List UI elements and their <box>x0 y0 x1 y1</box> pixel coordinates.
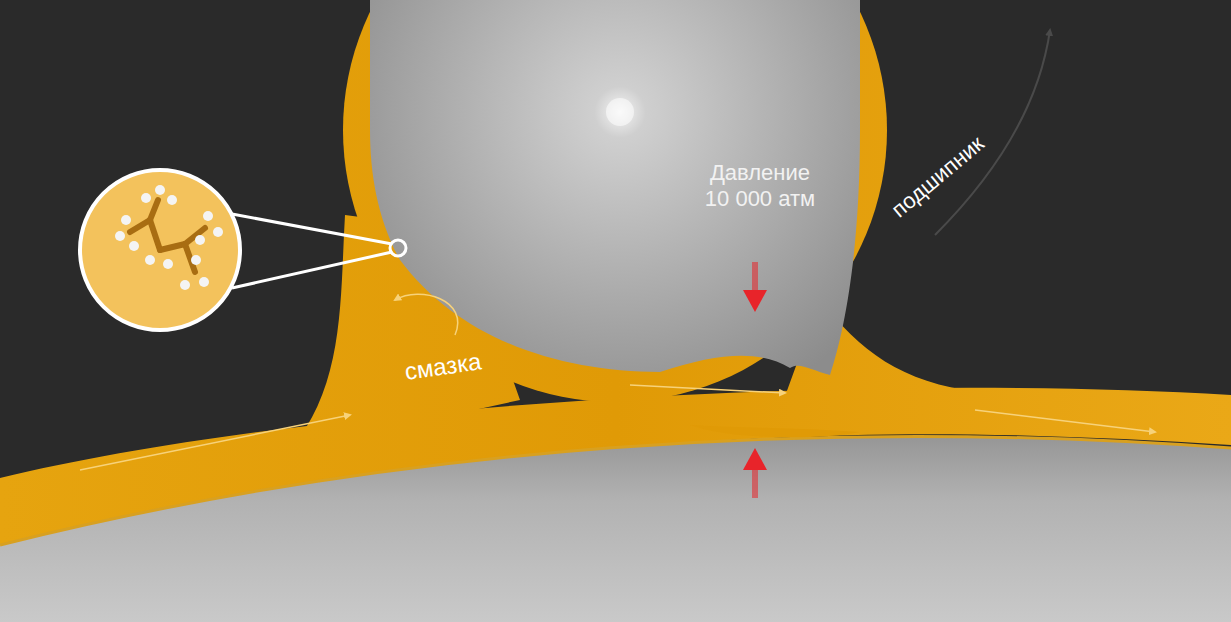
highlight <box>606 98 634 126</box>
pressure-label: Давление 10 000 атм <box>695 160 825 213</box>
rotation-arrow <box>935 30 1050 235</box>
pressure-arrows <box>743 262 767 498</box>
contact-film <box>0 436 1231 545</box>
part-name: подшипник <box>887 131 990 223</box>
bearing-ball-top <box>370 0 860 130</box>
molecule-inset <box>80 170 406 330</box>
film-bulge <box>690 425 860 437</box>
bearing-race <box>0 436 1231 622</box>
flow-arrows <box>80 294 1155 470</box>
